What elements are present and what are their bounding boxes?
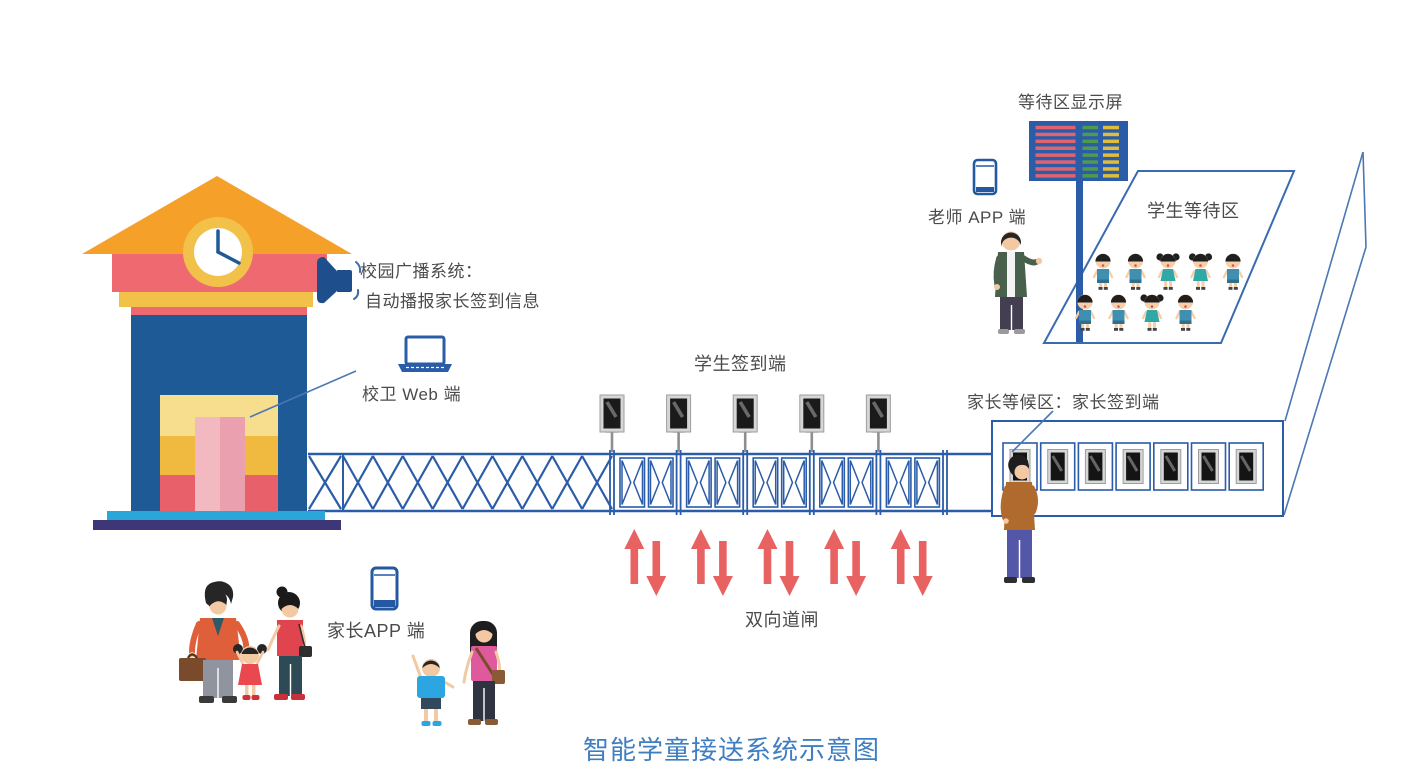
- diagram-title: 智能学童接送系统示意图: [583, 735, 881, 765]
- woman-figure: [462, 621, 505, 725]
- laptop-icon: [398, 335, 452, 372]
- label-broadcast-line1: 校园广播系统：: [360, 262, 483, 281]
- fence-lattice: [308, 454, 613, 511]
- label-guard-web: 校卫 Web 端: [362, 385, 462, 404]
- label-broadcast-line2: 自动播报家长签到信息: [365, 292, 540, 311]
- parent-phone-icon: [370, 566, 399, 611]
- father-figure: [179, 581, 250, 703]
- family-group: [179, 581, 312, 703]
- label-student-area: 学生等待区: [1147, 201, 1240, 221]
- parent-kiosk-row: [1002, 442, 1264, 491]
- gate-arrows: [624, 529, 933, 596]
- waiting-parent-figure: [1000, 454, 1038, 583]
- teacher-phone-icon: [972, 158, 998, 196]
- teacher-figure: [993, 231, 1043, 334]
- students-group: [1074, 253, 1244, 331]
- perspective-walkway: [1283, 151, 1367, 516]
- school-building: [82, 176, 352, 530]
- label-display: 等待区显示屏: [1018, 93, 1123, 112]
- student-kiosk-row: [599, 394, 891, 452]
- speaker-icon: [317, 257, 362, 304]
- boy-woman-group: [411, 621, 505, 726]
- child-boy-figure: [411, 654, 455, 726]
- label-teacher-app: 老师 APP 端: [928, 208, 1027, 227]
- clock: [183, 217, 253, 287]
- pointer-line-web: [249, 370, 357, 418]
- label-student-checkin: 学生签到端: [694, 354, 787, 374]
- pointer-line-parent-kiosk: [1011, 410, 1054, 453]
- mother-figure: [266, 586, 312, 700]
- gate-row: [609, 450, 948, 515]
- fence-rails: [308, 452, 992, 513]
- waiting-display-board: [1029, 121, 1128, 342]
- label-parent-app: 家长APP 端: [327, 621, 426, 641]
- display-bars: [1035, 125, 1119, 178]
- label-gate: 双向道闸: [745, 610, 819, 630]
- child-girl-figure: [233, 644, 267, 700]
- label-parent-wait: 家长等候区：家长签到端: [967, 393, 1160, 412]
